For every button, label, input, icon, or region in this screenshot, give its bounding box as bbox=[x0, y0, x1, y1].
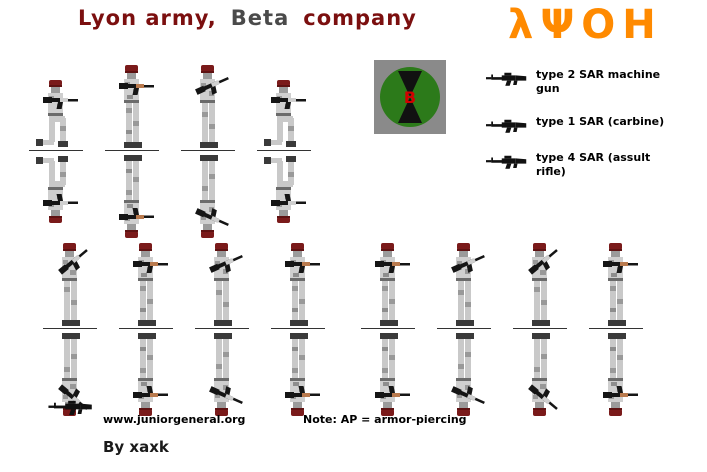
footer-gun-icon bbox=[48, 398, 94, 419]
fold-line bbox=[437, 328, 491, 329]
author-byline: By xaxk bbox=[103, 438, 169, 456]
paper-soldier-firing bbox=[580, 238, 652, 421]
title-army-name: Lyon army, bbox=[78, 6, 217, 30]
machine-gun-icon bbox=[486, 70, 528, 86]
paper-soldier-standing bbox=[34, 238, 106, 421]
fold-line bbox=[271, 328, 325, 329]
paper-soldier-kneeling bbox=[20, 60, 92, 243]
fold-line bbox=[181, 150, 235, 151]
legend-label: type 1 SAR (carbine) bbox=[536, 114, 665, 128]
legend-item-carbine: type 1 SAR (carbine) bbox=[486, 115, 691, 133]
fold-line bbox=[29, 150, 83, 151]
assault-rifle-icon bbox=[486, 153, 528, 169]
page-title: Lyon army, Beta company bbox=[78, 6, 417, 30]
stylized-lyon-glyphs: λΨOH bbox=[508, 2, 663, 48]
fold-line bbox=[195, 328, 249, 329]
fold-line bbox=[361, 328, 415, 329]
paper-soldier-firing bbox=[110, 238, 182, 421]
soldier-row-2-left bbox=[34, 238, 334, 421]
company-badge: B bbox=[374, 60, 446, 138]
paper-soldier-aiming-up bbox=[428, 238, 500, 421]
legend-item-machine-gun: type 2 SAR machine gun bbox=[486, 68, 691, 97]
paper-soldier-kneeling-firing bbox=[248, 60, 320, 243]
soldier-row-1 bbox=[20, 60, 320, 243]
fold-line bbox=[43, 328, 97, 329]
legend-label: type 4 SAR (assult rifle) bbox=[536, 150, 651, 178]
paper-soldier-aiming-up bbox=[172, 60, 244, 243]
title-company-name: Beta bbox=[230, 6, 290, 30]
ap-note: Note: AP = armor-piercing bbox=[303, 413, 467, 426]
fold-line bbox=[257, 150, 311, 151]
fold-line bbox=[105, 150, 159, 151]
fold-line bbox=[513, 328, 567, 329]
title-company-word: company bbox=[303, 6, 417, 30]
soldier-row-2-right bbox=[352, 238, 652, 421]
paper-soldier-firing bbox=[352, 238, 424, 421]
legend-item-assault-rifle: type 4 SAR (assult rifle) bbox=[486, 151, 691, 180]
paper-soldier-standing bbox=[504, 238, 576, 421]
fold-line bbox=[119, 328, 173, 329]
carbine-icon bbox=[486, 117, 528, 133]
badge-letter: B bbox=[404, 88, 416, 107]
paper-soldier-firing bbox=[262, 238, 334, 421]
fold-line bbox=[589, 328, 643, 329]
legend-label: type 2 SAR machine gun bbox=[536, 68, 661, 96]
paper-soldier-aiming-up bbox=[186, 238, 258, 421]
paper-soldier-firing bbox=[96, 60, 168, 243]
weapon-legend: type 2 SAR machine gun type 1 SAR (carbi… bbox=[486, 68, 691, 197]
website-url: www.juniorgeneral.org bbox=[103, 413, 246, 426]
